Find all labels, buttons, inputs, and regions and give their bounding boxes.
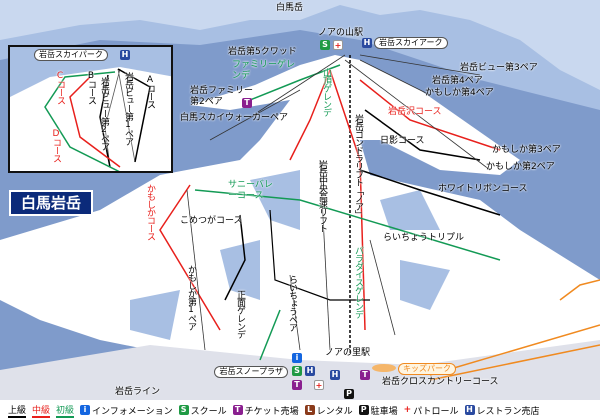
legend-patrol: +パトロール bbox=[404, 404, 459, 417]
patrol-cross-icon: + bbox=[333, 40, 343, 50]
legend-label: 駐車場 bbox=[370, 406, 398, 417]
sky-ark-label[interactable]: 岩岳スカイアーク bbox=[374, 37, 448, 49]
lift-skywalker[interactable]: 白馬スカイウォーカーペア bbox=[180, 113, 289, 123]
inset-course-d[interactable]: Dコース bbox=[51, 129, 61, 162]
school-icon: S bbox=[292, 366, 302, 376]
course-iwatakezawa[interactable]: 岩岳沢コース bbox=[388, 107, 442, 117]
sky-park-label[interactable]: 岩岳スカイパーク bbox=[34, 49, 108, 61]
peak-label: 白馬岳 bbox=[276, 3, 304, 13]
course-kometsuga[interactable]: こめつがコース bbox=[180, 216, 243, 226]
ticket-icon: T bbox=[360, 370, 370, 380]
info-icon: i bbox=[80, 405, 91, 415]
lift-kamoshika2[interactable]: かもしか第2ペア bbox=[486, 162, 555, 172]
patrol-cross-icon: + bbox=[314, 380, 324, 390]
lift-raicho-triple[interactable]: らいちょうトリプル bbox=[383, 233, 465, 243]
lift-iwatake4[interactable]: 岩岳第4ペア bbox=[432, 76, 483, 86]
course-kamoshika[interactable]: かもしかコース bbox=[145, 184, 155, 240]
course-summit[interactable]: 山頂ゲレンデ bbox=[321, 68, 331, 116]
course-hikage[interactable]: 日影コース bbox=[380, 136, 425, 146]
course-xc[interactable]: 岩岳クロスカントリーコース bbox=[382, 377, 499, 387]
course-iwatake-line[interactable]: 岩岳ライン bbox=[115, 387, 161, 397]
legend-label: インフォメーション bbox=[92, 406, 173, 417]
legend-label: スクール bbox=[190, 406, 227, 417]
lift-kamoshika4[interactable]: かもしか第4ペア bbox=[425, 88, 494, 98]
inset-course-b[interactable]: Bコース bbox=[86, 71, 96, 104]
info-icon: i bbox=[292, 353, 302, 363]
course-sunny-valley[interactable]: サニーバレーコース bbox=[228, 180, 273, 201]
map-title: 白馬岩岳 bbox=[9, 190, 93, 216]
legend-label: チケット売場 bbox=[244, 406, 299, 417]
restaurant-icon: H bbox=[362, 38, 372, 48]
lift-quad5[interactable]: 岩岳第5クワッド bbox=[228, 47, 297, 57]
restaurant-icon: H bbox=[330, 370, 340, 380]
school-icon: S bbox=[178, 405, 189, 415]
legend-label: レストラン売店 bbox=[476, 406, 540, 417]
inset-course-c[interactable]: Cコース bbox=[55, 71, 65, 104]
base-station-label: ノアの里駅 bbox=[325, 348, 371, 358]
top-station-label: ノアの山駅 bbox=[318, 28, 364, 38]
inset-sky-park-map: 岩岳スカイパーク H Cコース Bコース 岩岳ビュー第2ペア 岩岳ビュー第1ペア… bbox=[8, 45, 173, 173]
restaurant-icon: H bbox=[305, 366, 315, 376]
ski-map: 白馬岳 ノアの山駅 S + H 岩岳スカイアーク 岩岳第5クワッド ファミリーゲ… bbox=[0, 0, 600, 400]
lift-central[interactable]: 岩岳中央高速リフト bbox=[317, 160, 327, 232]
lift-kamoshika1[interactable]: かもしか第1ペア bbox=[186, 265, 196, 330]
legend-label: レンタル bbox=[316, 406, 353, 417]
legend-advanced: 上級 bbox=[8, 403, 27, 418]
lift-gondola[interactable]: 岩岳ゴンドラリフト「ノア」 bbox=[353, 114, 363, 218]
patrol-cross-icon: + bbox=[403, 405, 412, 415]
parking-icon: P bbox=[344, 389, 354, 399]
legend-beginner: 初級 bbox=[56, 403, 75, 418]
snow-plaza-label[interactable]: 岩岳スノープラザ bbox=[214, 366, 288, 378]
ticket-icon: T bbox=[232, 405, 243, 415]
legend-label: パトロール bbox=[413, 406, 459, 417]
rental-icon: L bbox=[304, 405, 315, 415]
restaurant-icon: H bbox=[120, 50, 130, 60]
course-white-ribbon[interactable]: ホワイトリボンコース bbox=[438, 184, 528, 194]
terrain bbox=[0, 0, 600, 400]
restaurant-icon: H bbox=[464, 405, 475, 415]
lift-kamoshika3[interactable]: かもしか第3ペア bbox=[492, 145, 561, 155]
kids-park-label[interactable]: キッズパーク bbox=[398, 363, 456, 375]
course-paradise[interactable]: パラダイスゲレンデ bbox=[353, 246, 363, 318]
ticket-icon: T bbox=[292, 380, 302, 390]
course-shomen[interactable]: 正面ゲレンデ bbox=[235, 290, 245, 338]
lift-raicho-pair[interactable]: らいちょうペア bbox=[287, 275, 297, 331]
parking-icon: P bbox=[358, 405, 369, 415]
legend-intermediate: 中級 bbox=[32, 403, 51, 418]
school-icon: S bbox=[320, 40, 330, 50]
lift-family2[interactable]: 岩岳ファミリー第2ペア bbox=[190, 86, 254, 107]
course-family[interactable]: ファミリーゲレンデ bbox=[232, 60, 296, 81]
lift-view3[interactable]: 岩岳ビュー第3ペア bbox=[460, 63, 538, 73]
ticket-icon: T bbox=[242, 98, 252, 108]
inset-course-a[interactable]: Aコース bbox=[145, 75, 155, 108]
inset-lift-view2[interactable]: 岩岳ビュー第2ペア bbox=[99, 77, 109, 150]
inset-lift-view1[interactable]: 岩岳ビュー第1ペア bbox=[123, 72, 133, 145]
